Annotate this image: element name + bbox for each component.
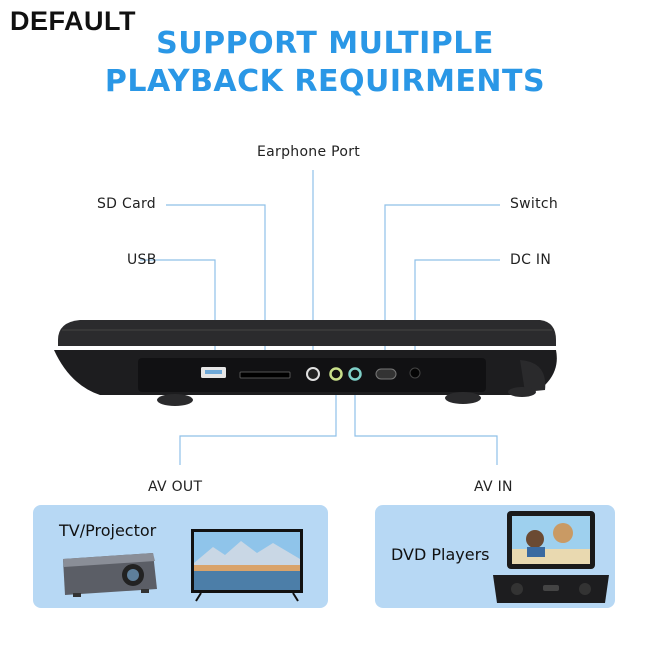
foot-2	[445, 392, 481, 404]
av-out-callout-line	[179, 378, 337, 465]
dvd-players-panel: DVD Players	[375, 505, 615, 608]
sd-card-slot-icon	[239, 371, 291, 379]
foot-3	[508, 387, 536, 397]
switch-callout-line	[384, 204, 500, 372]
av-in-port-icon	[348, 367, 362, 381]
watermark-text: DEFAULT	[10, 6, 136, 36]
av-out-port-icon	[329, 367, 343, 381]
dc-in-port-icon	[409, 367, 421, 379]
switch-icon	[375, 368, 397, 380]
tv-icon	[191, 529, 303, 602]
sd-card-label: SD Card	[97, 196, 156, 212]
dvd-players-label: DVD Players	[391, 545, 490, 564]
tv-projector-label: TV/Projector	[59, 521, 157, 540]
foot-1	[157, 394, 193, 406]
sd-card-callout-line	[166, 204, 266, 372]
usb-label: USB	[127, 252, 157, 268]
earphone-port-label: Earphone Port	[257, 144, 361, 160]
dvd-player-icon	[493, 511, 609, 603]
av-out-label: AV OUT	[148, 479, 203, 495]
av-in-callout-line	[354, 378, 498, 465]
dc-in-label: DC IN	[510, 252, 552, 268]
switch-label: Switch	[510, 196, 559, 212]
headline-line-1: SUPPORT MULTIPLE	[156, 26, 494, 61]
projector-icon	[63, 553, 157, 597]
headline-line-2: PLAYBACK REQUIRMENTS	[104, 64, 546, 99]
tv-projector-panel: TV/Projector	[33, 505, 328, 608]
earphone-port-icon	[306, 367, 320, 381]
av-in-label: AV IN	[474, 479, 513, 495]
player-lid	[58, 320, 556, 346]
